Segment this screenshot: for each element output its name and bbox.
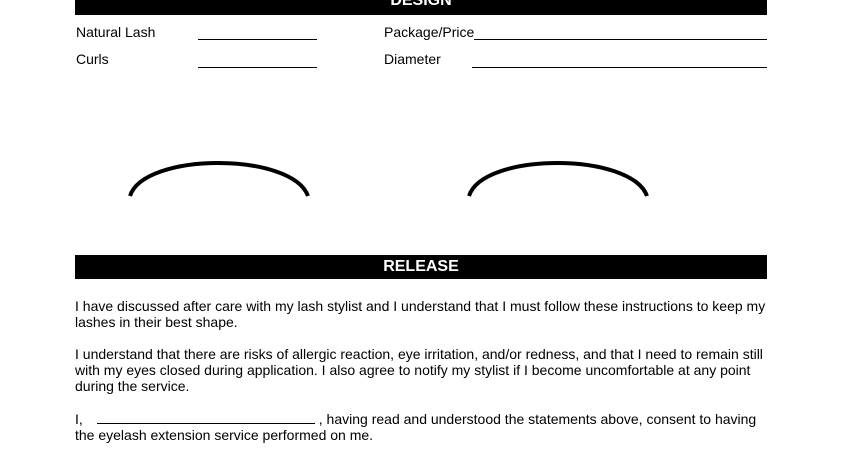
- right-eye-arc: [467, 161, 649, 197]
- curls-label: Curls: [76, 51, 109, 67]
- right-eye-outline[interactable]: [463, 140, 653, 200]
- release-paragraph-risks: I understand that there are risks of all…: [75, 346, 763, 394]
- consent-statement: I,, having read and understood the state…: [75, 411, 775, 443]
- design-header: DESIGN: [75, 0, 767, 15]
- consent-suffix: , having read and understood the stateme…: [75, 411, 757, 443]
- curls-field[interactable]: [198, 67, 317, 68]
- package-price-field[interactable]: [474, 39, 767, 40]
- diameter-field[interactable]: [472, 67, 767, 68]
- natural-lash-field[interactable]: [198, 39, 317, 40]
- consent-prefix: I,: [75, 411, 83, 427]
- left-eye-arc: [128, 161, 310, 197]
- release-paragraph-aftercare: I have discussed after care with my lash…: [75, 298, 766, 330]
- client-name-field[interactable]: [96, 411, 315, 424]
- release-header: RELEASE: [75, 255, 767, 279]
- package-price-label: Package/Price: [384, 24, 475, 40]
- natural-lash-label: Natural Lash: [76, 24, 156, 40]
- diameter-label: Diameter: [384, 51, 441, 67]
- left-eye-outline[interactable]: [124, 140, 314, 200]
